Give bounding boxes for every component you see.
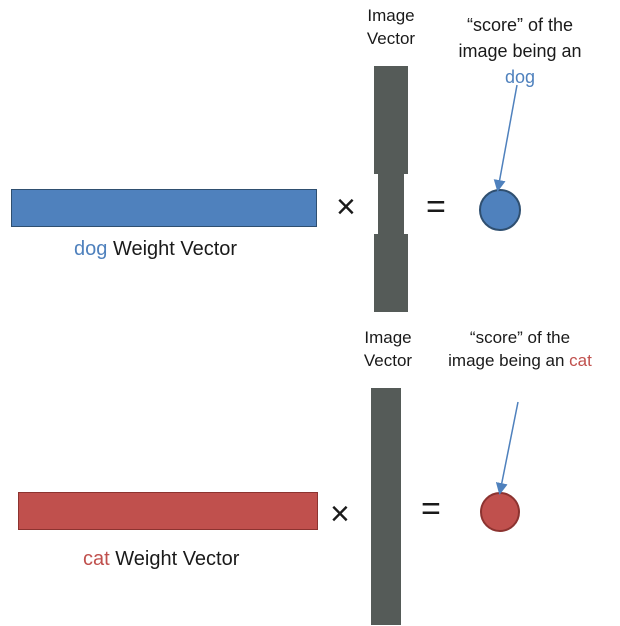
score-label-line1: “score” of the: [469, 328, 571, 347]
dog-score-arrow: [493, 84, 518, 192]
image-vector-label-line1: Image: [364, 328, 412, 347]
cat-weight-vector-bar: [18, 492, 318, 530]
image-vector-label-line2: Vector: [366, 29, 416, 48]
score-label-class: cat: [569, 351, 592, 370]
image-vector-bar: [371, 388, 401, 625]
times-symbol: ×: [330, 495, 350, 533]
cat-arrow-line: [495, 401, 519, 495]
score-label-class: dog: [504, 67, 536, 87]
image-vector-bar-bottom: [374, 234, 408, 312]
image-vector-label-line1: Image: [367, 6, 415, 25]
cat-score-label: “score” of the image being an cat: [432, 326, 608, 372]
dog-weight-vector-label: dog Weight Vector: [74, 238, 237, 261]
cat-score-circle: [480, 492, 520, 532]
times-symbol: ×: [336, 188, 356, 226]
weight-label-text: Weight Vector: [115, 548, 240, 570]
weight-label-class: dog: [74, 238, 108, 260]
equals-symbol: =: [421, 490, 441, 528]
image-vector-label: Image Vector: [347, 326, 429, 372]
image-vector-label-line2: Vector: [363, 351, 413, 370]
cat-panel: Image Vector “score” of the image being …: [0, 316, 620, 626]
dog-panel: Image Vector “score” of the image being …: [11, 4, 600, 312]
weight-label-text: Weight Vector: [112, 238, 238, 260]
weight-label-class: cat: [83, 548, 110, 570]
dog-arrow-line: [493, 84, 518, 192]
score-label-line2: image being an: [448, 351, 565, 370]
score-label-line1: “score” of the: [466, 15, 574, 35]
cat-weight-vector-label: cat Weight Vector: [83, 548, 239, 571]
score-label-line2: image being an: [458, 41, 582, 61]
image-vector-bar-middle: [378, 174, 404, 234]
image-vector-bar-top: [374, 66, 408, 174]
equals-symbol: =: [426, 188, 446, 226]
dog-weight-vector-bar: [11, 189, 317, 227]
dog-score-label: “score” of the image being an dog: [440, 12, 600, 90]
cat-score-arrow: [495, 401, 519, 495]
image-vector-label: Image Vector: [350, 4, 432, 50]
dog-score-circle: [479, 189, 521, 231]
